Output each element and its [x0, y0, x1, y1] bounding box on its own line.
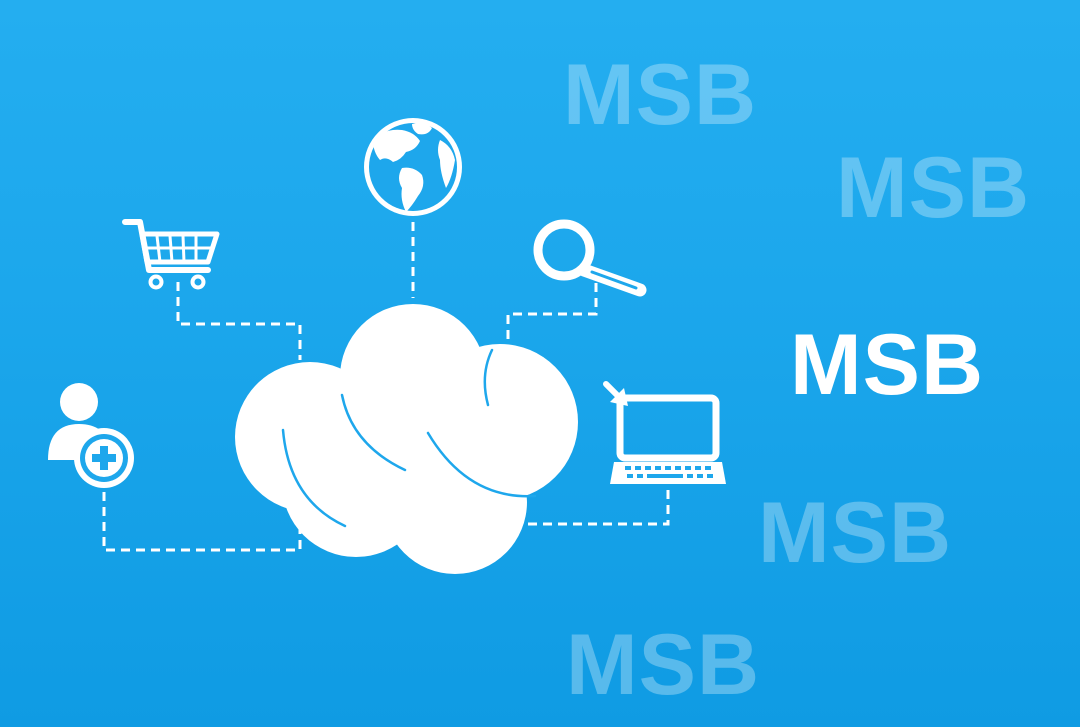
shopping-cart-icon [122, 219, 220, 290]
add-user-icon [48, 383, 134, 488]
magnifier-icon [533, 219, 647, 297]
connector-laptop [520, 490, 670, 526]
globe-icon [364, 118, 462, 216]
connector-cart [176, 282, 302, 360]
msb-label-2: MSB [836, 140, 1031, 236]
msb-label-5: MSB [566, 617, 761, 713]
msb-label-1: MSB [563, 47, 758, 143]
msb-label-4: MSB [758, 485, 953, 581]
connector-search [506, 283, 598, 352]
msb-label-3: MSB [790, 317, 985, 413]
laptop-icon [603, 381, 726, 484]
cloud-icon [235, 304, 578, 574]
